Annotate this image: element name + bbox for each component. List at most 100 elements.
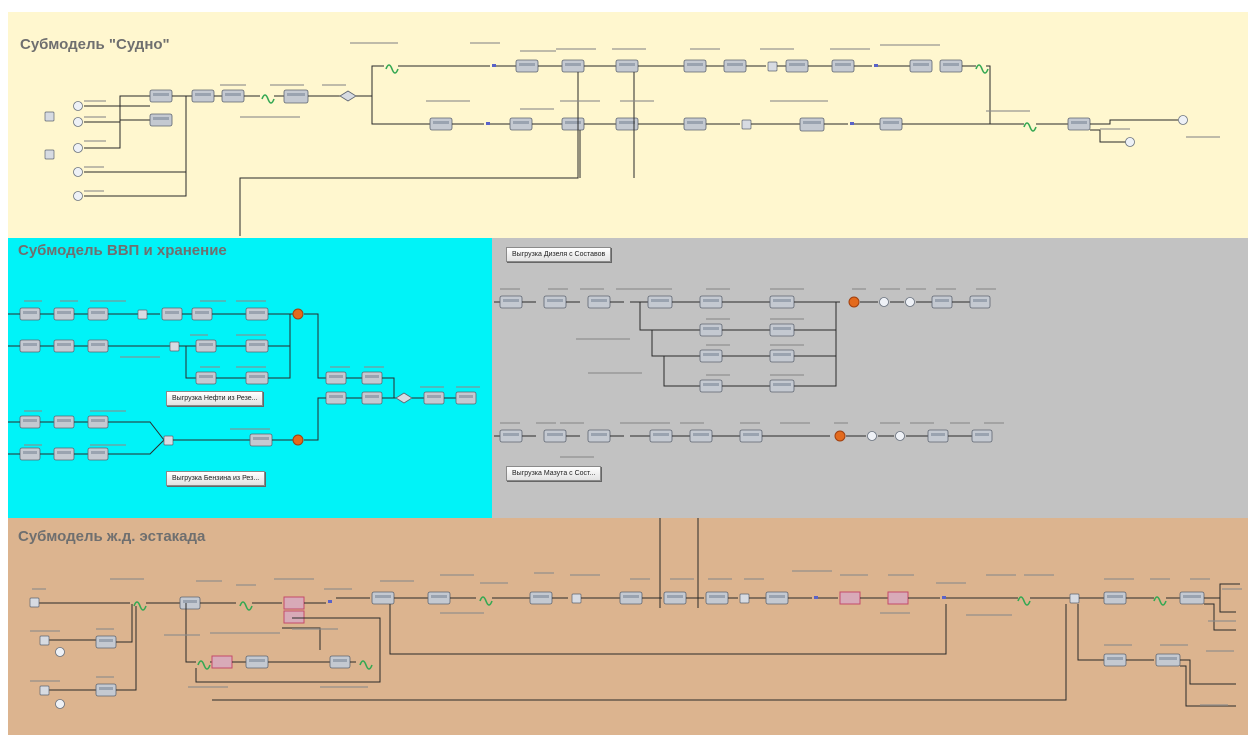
- block-caption-mark: [324, 588, 352, 590]
- block-caption-mark: [164, 634, 200, 636]
- block-caption-mark: [30, 630, 60, 632]
- process-block-detail: [619, 121, 635, 124]
- connector-line: [794, 302, 837, 331]
- source-node: [73, 143, 83, 153]
- hold-block: [283, 610, 305, 624]
- process-block: [283, 89, 309, 104]
- port-marker: [328, 600, 332, 603]
- connector-line: [651, 330, 700, 357]
- process-block-detail: [199, 375, 213, 378]
- storage-submodel-title: Субмодель ВВП и хранение: [18, 242, 227, 259]
- process-block-detail: [365, 375, 379, 378]
- process-block-detail: [651, 299, 669, 302]
- block-caption-mark: [230, 428, 270, 430]
- block-caption-mark: [740, 422, 760, 424]
- block-caption-mark: [220, 84, 246, 86]
- process-block-detail: [249, 659, 265, 662]
- block-caption-mark: [880, 422, 900, 424]
- process-block-detail: [619, 63, 635, 66]
- block-caption-mark: [906, 288, 926, 290]
- block-caption-mark: [588, 372, 642, 374]
- block-caption-mark: [30, 680, 60, 682]
- block-caption-mark: [888, 574, 914, 576]
- connector-line: [84, 95, 150, 123]
- block-caption-mark: [1200, 704, 1228, 706]
- unload-gasoline-button[interactable]: Выгрузка Бензина из Рез...: [166, 471, 266, 486]
- block-caption-mark: [236, 334, 266, 336]
- block-caption-mark: [236, 300, 266, 302]
- block-caption-mark: [210, 632, 280, 634]
- delay-marker: [975, 64, 989, 74]
- process-block-detail: [183, 600, 197, 603]
- hold-block: [211, 655, 233, 669]
- block-caption-mark: [196, 580, 222, 582]
- process-block-detail: [693, 433, 709, 436]
- process-block-detail: [57, 451, 71, 454]
- block-caption-mark: [1160, 644, 1188, 646]
- unload-diesel-button[interactable]: Выгрузка Дизеля с Составов: [506, 247, 612, 262]
- delay-marker: [1017, 596, 1031, 606]
- block-caption-mark: [1208, 620, 1236, 622]
- small-block: [39, 635, 50, 646]
- block-caption-mark: [84, 116, 106, 118]
- process-block-detail: [433, 121, 449, 124]
- hold-block: [839, 591, 861, 605]
- process-block-detail: [513, 121, 529, 124]
- block-caption-mark: [420, 386, 444, 388]
- process-block-detail: [565, 121, 581, 124]
- unload-fuel-oil-button[interactable]: Выгрузка Мазута с Сост...: [506, 466, 602, 481]
- process-block-detail: [769, 595, 785, 598]
- delay-marker: [133, 601, 147, 611]
- process-block-detail: [329, 375, 343, 378]
- process-block-detail: [195, 311, 209, 314]
- connector-line: [108, 439, 165, 455]
- process-block-detail: [743, 433, 759, 436]
- block-caption-mark: [770, 374, 804, 376]
- block-caption-mark: [480, 582, 508, 584]
- connector-line: [84, 96, 187, 197]
- process-block-detail: [703, 327, 719, 330]
- block-caption-mark: [1206, 650, 1234, 652]
- unload-oil-button[interactable]: Выгрузка Нефти из Резе...: [166, 391, 264, 406]
- ship-submodel-title: Субмодель "Судно": [20, 36, 170, 53]
- process-block-detail: [565, 63, 581, 66]
- process-block-detail: [199, 343, 213, 346]
- process-block-detail: [835, 63, 851, 66]
- block-caption-mark: [84, 140, 106, 142]
- process-block-detail: [431, 595, 447, 598]
- process-block-detail: [365, 395, 379, 398]
- sink-node: [292, 308, 304, 320]
- connector-line: [1180, 659, 1236, 685]
- delay-marker: [385, 64, 399, 74]
- block-caption-mark: [580, 288, 604, 290]
- process-block-detail: [99, 687, 113, 690]
- process-block-detail: [503, 433, 519, 436]
- block-caption-mark: [520, 108, 554, 110]
- process-block-detail: [427, 395, 441, 398]
- connector-line: [84, 119, 150, 149]
- source-node: [73, 191, 83, 201]
- block-caption-mark: [320, 686, 368, 688]
- block-caption-mark: [852, 288, 866, 290]
- connector-line: [282, 627, 321, 650]
- process-block-detail: [1107, 595, 1123, 598]
- block-caption-mark: [500, 422, 520, 424]
- block-caption-mark: [706, 288, 730, 290]
- connector-line: [108, 421, 165, 441]
- process-block-detail: [709, 595, 725, 598]
- process-block-detail: [459, 395, 473, 398]
- process-block-detail: [703, 353, 719, 356]
- block-caption-mark: [330, 366, 350, 368]
- process-block-detail: [99, 639, 113, 642]
- block-caption-mark: [470, 42, 500, 44]
- delay-marker: [239, 601, 253, 611]
- process-block-detail: [1183, 595, 1201, 598]
- block-caption-mark: [60, 300, 78, 302]
- block-caption-mark: [456, 386, 480, 388]
- block-caption-mark: [110, 578, 144, 580]
- block-caption-mark: [976, 288, 996, 290]
- block-caption-mark: [966, 614, 1012, 616]
- block-caption-mark: [90, 300, 126, 302]
- block-caption-mark: [364, 366, 384, 368]
- connector-line: [389, 604, 947, 655]
